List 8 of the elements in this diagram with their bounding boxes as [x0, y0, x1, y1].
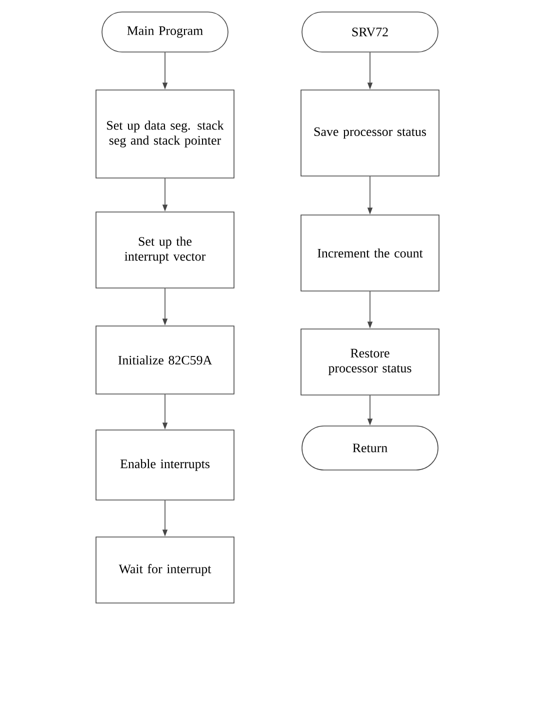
- process-box: Restore processor status: [300, 328, 440, 396]
- process-box: Enable interrupts: [96, 430, 234, 500]
- process-box: Save processor status: [300, 90, 440, 176]
- process-box: Set up data seg. stack seg and stack pointer: [96, 90, 234, 178]
- process-box: Set up the interrupt vector: [96, 212, 234, 288]
- process-box: Wait for interrupt: [96, 536, 234, 604]
- process-box: Increment the count: [300, 214, 440, 292]
- process-box: Initialize 82C59A: [96, 326, 234, 394]
